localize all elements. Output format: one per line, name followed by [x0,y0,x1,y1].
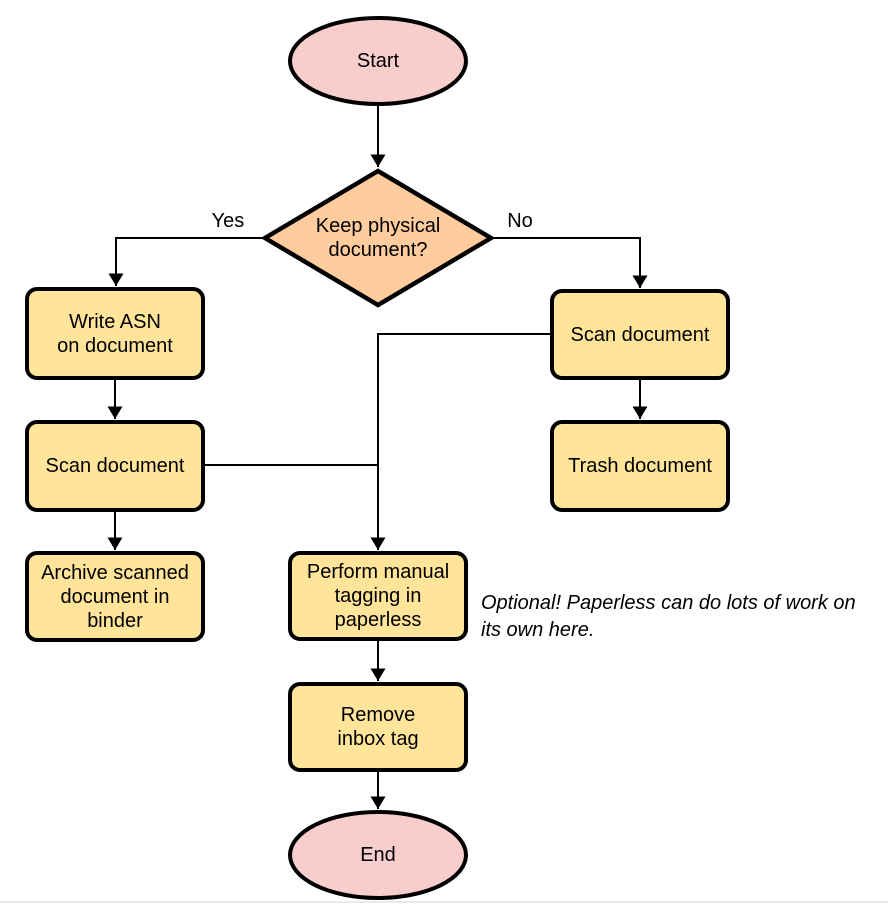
trash-document-node [550,420,730,512]
optional-annotation: Optional! Paperless can do lots of work … [481,592,856,641]
start-node [288,16,468,106]
write-asn-node [25,287,205,380]
archive-node [25,551,205,642]
end-node [288,810,468,900]
yes-edge-label: Yes [211,210,245,232]
bottom-divider [0,901,888,903]
decision-node [260,168,496,308]
scan-document-left-node [25,420,205,512]
remove-inbox-tag-node [288,682,468,772]
no-edge-label: No [507,210,533,232]
edge-decision-no-to-scan-right [491,237,648,288]
scan-document-right-node [550,289,730,380]
edge-scan-right-to-tagging [370,333,552,550]
manual-tagging-node [288,551,468,641]
edge-decision-yes-to-write-asn [108,237,265,286]
